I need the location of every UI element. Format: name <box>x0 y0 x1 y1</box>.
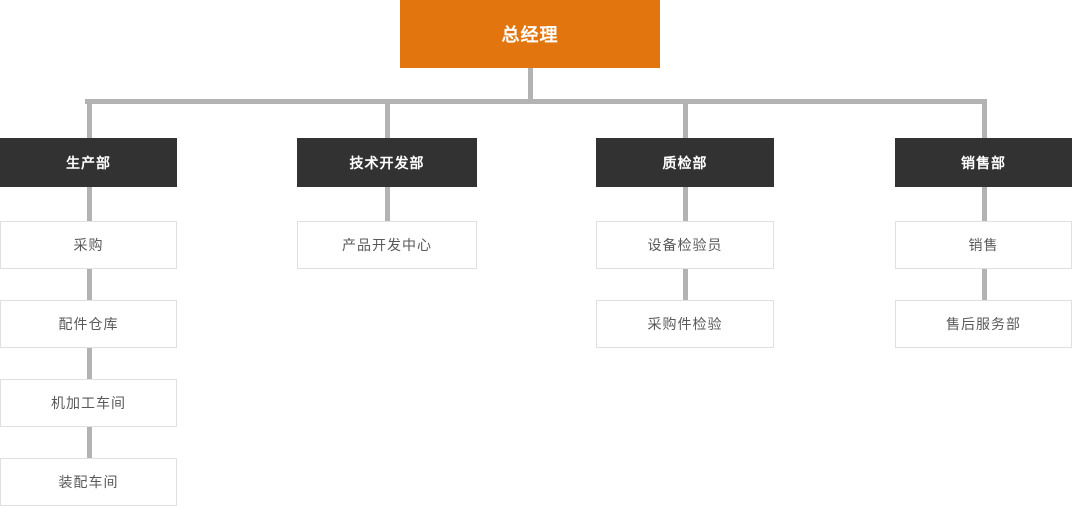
dept-label: 技术开发部 <box>349 154 425 171</box>
org-node-dept-production[interactable]: 生产部 <box>0 138 177 187</box>
org-branch-sales: 销售部 销售 售后服务部 <box>895 0 1072 507</box>
connector-branch-spine <box>683 99 688 301</box>
org-node-dept-quality-inspection[interactable]: 质检部 <box>596 138 774 187</box>
org-node-product-dev-center[interactable]: 产品开发中心 <box>297 221 477 269</box>
org-branch-tech-development: 技术开发部 产品开发中心 <box>297 0 477 507</box>
node-label: 采购件检验 <box>647 316 723 332</box>
org-branch-quality-inspection: 质检部 设备检验员 采购件检验 <box>596 0 774 507</box>
connector-branch-spine <box>86 99 92 459</box>
node-label: 机加工车间 <box>51 395 126 411</box>
org-node-purchased-parts-inspection[interactable]: 采购件检验 <box>596 300 774 348</box>
node-label: 销售 <box>968 237 999 253</box>
connector-branch-spine <box>981 99 987 301</box>
dept-label: 质检部 <box>662 154 708 171</box>
org-node-sales[interactable]: 销售 <box>895 221 1072 269</box>
org-node-parts-warehouse[interactable]: 配件仓库 <box>0 300 177 348</box>
node-label: 产品开发中心 <box>342 237 432 253</box>
node-label: 配件仓库 <box>58 316 119 332</box>
node-label: 售后服务部 <box>946 316 1021 332</box>
org-node-dept-tech-development[interactable]: 技术开发部 <box>297 138 477 187</box>
node-label: 采购 <box>73 237 104 253</box>
connector-root-drop <box>528 68 533 104</box>
connector-horizontal-bus <box>85 99 986 104</box>
node-label: 装配车间 <box>58 474 119 490</box>
org-node-root-label: 总经理 <box>501 25 559 45</box>
node-label: 设备检验员 <box>647 237 723 253</box>
org-node-root[interactable]: 总经理 <box>400 0 660 68</box>
org-node-machining-workshop[interactable]: 机加工车间 <box>0 379 177 427</box>
org-node-dept-sales[interactable]: 销售部 <box>895 138 1072 187</box>
org-node-purchasing[interactable]: 采购 <box>0 221 177 269</box>
org-node-after-sales-service[interactable]: 售后服务部 <box>895 300 1072 348</box>
dept-label: 生产部 <box>66 154 111 171</box>
dept-label: 销售部 <box>961 154 1006 171</box>
org-branch-production: 生产部 采购 配件仓库 机加工车间 装配车间 <box>0 0 177 507</box>
org-node-equipment-inspector[interactable]: 设备检验员 <box>596 221 774 269</box>
org-node-assembly-workshop[interactable]: 装配车间 <box>0 458 177 506</box>
